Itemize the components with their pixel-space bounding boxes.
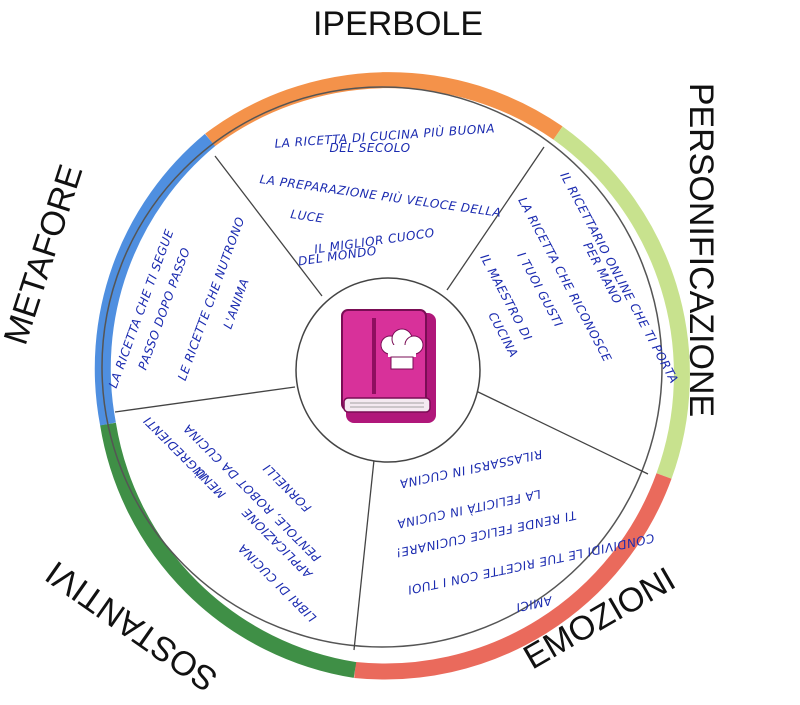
divider-sostantivi-metafore [114,386,296,413]
arc-iperbole [205,72,563,147]
sector-iperbole-phrases: LA RICETTA DI CUCINA PIÙ BUONA DEL SECOL… [259,120,503,268]
arc-sostantivi [100,422,357,678]
arc-personificazione [553,126,690,479]
title-sostantivi: SOSTANTIVI [39,553,224,699]
sector-sostantivi-phrases: LIBRI DI CUCINA APPLICAZIONE MENÙ INGRED… [141,413,324,624]
title-metafore: METAFORE [0,160,90,349]
phrase-line: LUCE [290,207,325,226]
divider-metafore-iperbole [214,155,323,297]
sector-dividers [114,146,649,651]
divider-iperbole-personificazione [446,146,545,291]
phrase-line: L'ANIMA [221,276,252,330]
title-iperbole: IPERBOLE [313,5,483,43]
cookbook-icon [341,309,436,423]
divider-personificazione-emozioni [473,389,649,475]
phrase-line: PENTOLE, ROBOT DA CUCINA [181,421,324,564]
phrase-line: AMICI [515,593,555,614]
sector-personificazione-phrases: IL RICETTARIO ONLINE CHE TI PORTA PER MA… [477,170,681,386]
phrase-line: DEL SECOLO [329,141,410,155]
arc-emozioni [354,473,672,680]
title-personificazione: PERSONIFICAZIONE [682,83,720,417]
inner-wheel-outline [101,86,663,648]
chef-hat-icon [380,328,424,370]
divider-emozioni-sostantivi [353,459,375,651]
